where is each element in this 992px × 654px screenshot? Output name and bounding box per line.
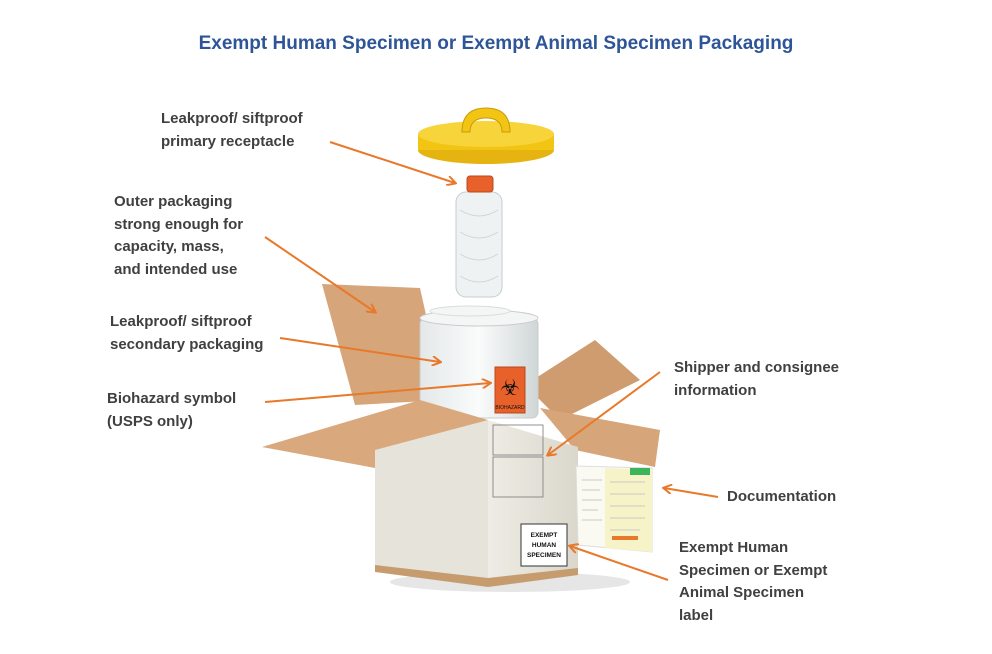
box-side: [375, 420, 488, 582]
arrow-outer: [264, 236, 375, 312]
arrow-biohazard: [264, 383, 490, 403]
svg-text:HUMAN: HUMAN: [532, 542, 556, 549]
box-flap-front-right: [540, 408, 660, 467]
svg-text:SPECIMEN: SPECIMEN: [527, 552, 561, 559]
arrow-exempt: [570, 546, 669, 581]
biohazard-label: [494, 366, 526, 414]
label-documentation: Documentation: [727, 488, 837, 505]
svg-text:BIOHAZARD: BIOHAZARD: [495, 405, 525, 411]
callout-arrows: [264, 141, 719, 581]
label-exempt-specimen: Exempt Human Specimen or Exempt Animal S…: [679, 539, 828, 624]
secondary-container: ☣ BIOHAZARD: [419, 309, 539, 419]
biohazard-icon: ☣: [500, 375, 520, 400]
arrow-shipper: [548, 371, 661, 455]
primary-receptacle: [455, 175, 503, 298]
label-outer-packaging: Outer packaging strong enough for capaci…: [114, 193, 244, 278]
documentation-form: [575, 465, 653, 553]
consignee-box: [492, 456, 544, 498]
label-biohazard: Biohazard symbol (USPS only): [107, 390, 237, 430]
yellow-lid: [418, 107, 554, 164]
shipper-box: [492, 424, 544, 456]
page-title: Exempt Human Specimen or Exempt Animal S…: [198, 33, 794, 54]
box-flap-back-right: [525, 340, 640, 420]
label-shipper-consignee: Shipper and consignee information: [674, 359, 840, 399]
exempt-label: [520, 523, 568, 567]
arrow-primary: [329, 141, 455, 183]
box-flap-front-left: [262, 400, 488, 468]
arrow-documentation: [664, 488, 719, 498]
arrow-secondary: [279, 337, 440, 362]
label-secondary-packaging: Leakproof/ siftproof secondary packaging: [110, 313, 264, 353]
jar-lid: [429, 305, 511, 317]
box-flap-back-left: [322, 284, 445, 405]
svg-text:EXEMPT: EXEMPT: [531, 532, 558, 539]
label-primary-receptacle: Leakproof/ siftproof primary receptacle: [161, 110, 303, 150]
